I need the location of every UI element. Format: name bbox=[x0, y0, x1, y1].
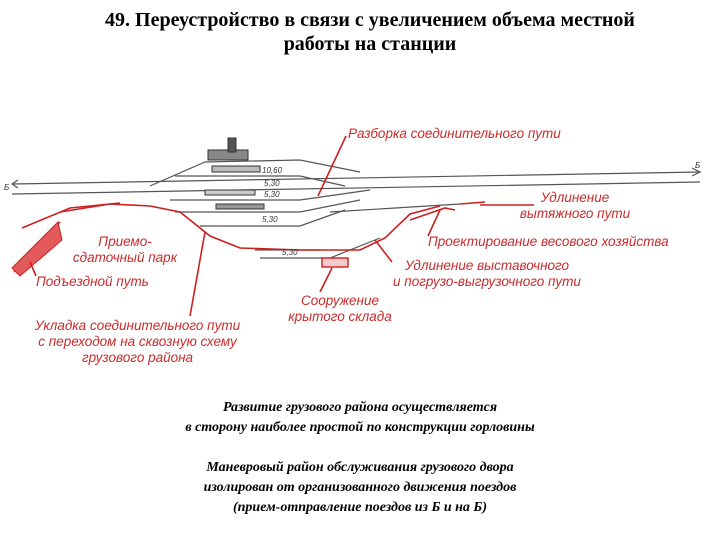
tower bbox=[227, 137, 237, 153]
page-title-line-2: работы на станции bbox=[283, 33, 457, 55]
leader-weighing bbox=[427, 209, 441, 237]
mark-1: 10,60 bbox=[262, 166, 283, 175]
label-connecting-track: Укладка соединительного пути с переходом… bbox=[34, 318, 241, 365]
label-weighing: Проектирование весового хозяйства bbox=[428, 234, 669, 249]
label-dismantle: Разборка соединительного пути bbox=[348, 126, 561, 141]
mark-3: 5,30 bbox=[264, 190, 280, 199]
pull-track bbox=[329, 203, 461, 213]
label-extend-pull-track: Удлинение вытяжного пути bbox=[519, 190, 631, 221]
station-yard-outline bbox=[149, 159, 361, 187]
hatched-receiving-area bbox=[11, 221, 63, 277]
pull-track-extension bbox=[459, 201, 486, 205]
label-access-track: Подъездной путь bbox=[36, 274, 149, 289]
mark-b-left: Б bbox=[4, 183, 9, 192]
covered-warehouse bbox=[321, 257, 349, 268]
direction-arrow-left bbox=[10, 179, 19, 189]
station-track-3 bbox=[175, 199, 361, 213]
station-track-1 bbox=[175, 175, 346, 187]
receiving-yard-track bbox=[21, 202, 121, 229]
mark-b-right: Б bbox=[695, 161, 700, 170]
mark-4: 5,30 bbox=[262, 215, 278, 224]
platform-2 bbox=[215, 203, 265, 210]
label-extend-display: Удлинение выставочного и погрузо-выгрузо… bbox=[393, 258, 581, 289]
leader-dismantle bbox=[317, 135, 347, 197]
platform-3 bbox=[204, 189, 256, 196]
note-shunting-area: Маневровый район обслуживания грузового … bbox=[203, 460, 517, 515]
mark-2: 5,30 bbox=[264, 179, 280, 188]
note-freight-area-development: Развитие грузового района осуществляется… bbox=[185, 400, 535, 435]
label-warehouse: Сооружение крытого склада bbox=[288, 293, 392, 324]
leader-display bbox=[374, 239, 393, 263]
direction-arrow-right bbox=[691, 167, 702, 177]
leader-connect bbox=[189, 231, 206, 317]
weighing-facility-track bbox=[409, 207, 456, 221]
leader-access bbox=[29, 261, 37, 277]
station-track-4 bbox=[200, 209, 346, 227]
main-track-upper bbox=[11, 171, 701, 185]
leader-warehouse bbox=[319, 267, 333, 293]
page-title-line-1: 49. Переустройство в связи с увеличением… bbox=[105, 9, 635, 31]
main-track-lower bbox=[11, 181, 701, 195]
platform-1 bbox=[211, 165, 261, 173]
mark-5: 5,30 bbox=[282, 248, 298, 257]
page-title: 49. Переустройство в связи с увеличением… bbox=[40, 8, 700, 56]
lower-yard-track bbox=[260, 237, 381, 259]
connecting-track-new bbox=[59, 203, 441, 251]
station-track-2 bbox=[170, 189, 371, 201]
label-receiving-yard: Приемо- сдаточный парк bbox=[72, 234, 178, 265]
